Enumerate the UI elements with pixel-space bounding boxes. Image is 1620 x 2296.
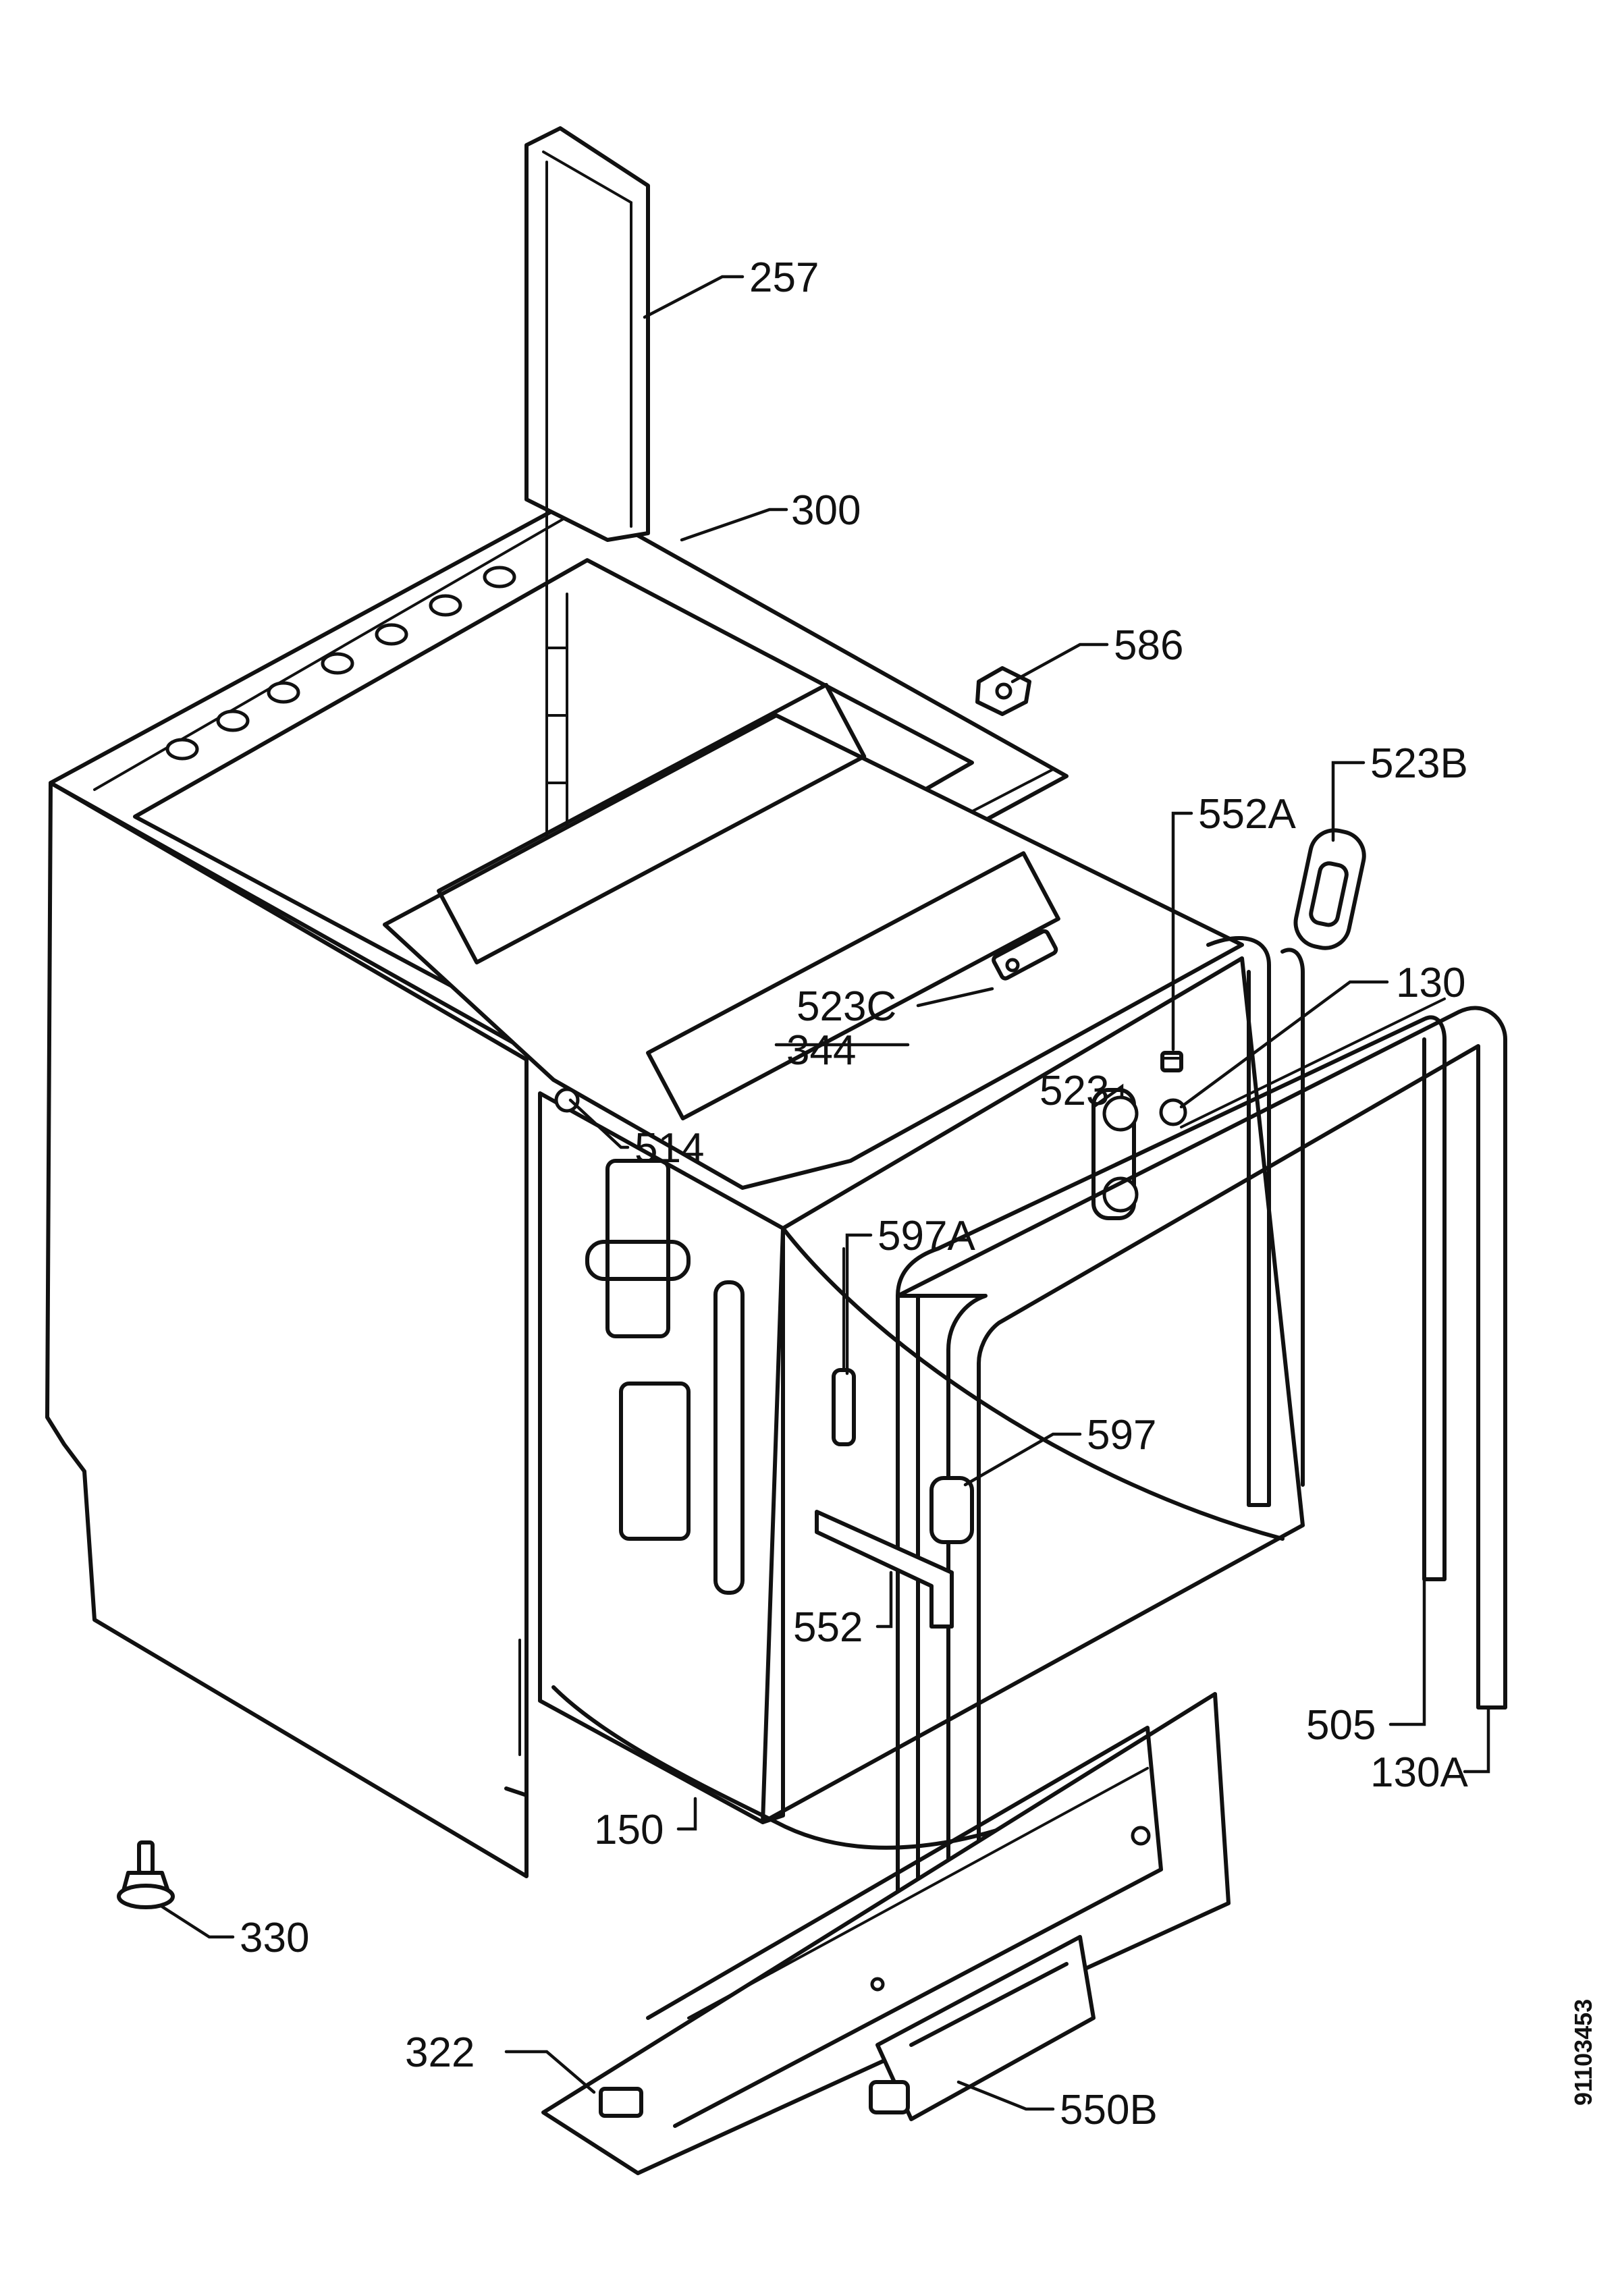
callout-300: 300 — [791, 487, 861, 534]
washer-130 — [1159, 1098, 1187, 1126]
foot-bracket-550b — [869, 1935, 1096, 2121]
base-plinth-322 — [541, 1692, 1231, 2175]
frame-hole — [483, 566, 516, 589]
callout-330: 330 — [240, 1915, 309, 1961]
callout-550b: 550B — [1060, 2087, 1158, 2133]
callout-523c: 523C — [796, 983, 896, 1030]
door-seal-130a — [896, 1006, 1507, 1946]
cabinet-side-panel — [45, 781, 529, 1878]
callout-505: 505 — [1306, 1702, 1376, 1749]
callout-322: 322 — [405, 2029, 475, 2076]
leveling-foot-330 — [117, 1840, 175, 1909]
frame-hole — [216, 709, 250, 732]
door-seal-505 — [896, 997, 1447, 1898]
hinge-roller-523 — [1091, 1088, 1139, 1220]
frame-hole — [267, 681, 300, 704]
callout-597: 597 — [1087, 1412, 1156, 1458]
callout-344: 344 — [786, 1027, 856, 1074]
rail-552 — [815, 1510, 954, 1629]
frame-hole — [321, 652, 354, 675]
callout-labels: 257 300 586 523B 552A 130 523C 344 523 5… — [240, 254, 1468, 2133]
callout-leaders — [160, 275, 1490, 2111]
frame-hole — [429, 594, 462, 617]
callout-523b: 523B — [1370, 740, 1468, 787]
upright-strip-257 — [524, 126, 650, 852]
callout-130: 130 — [1396, 960, 1465, 1006]
frame-hole — [375, 623, 408, 646]
cover-plate-523b — [1293, 828, 1366, 950]
clip-597 — [929, 1476, 974, 1544]
callout-257: 257 — [749, 254, 819, 301]
callout-514: 514 — [634, 1125, 704, 1172]
callout-597a: 597A — [878, 1213, 975, 1259]
callout-586: 586 — [1114, 622, 1183, 669]
document-number: 91103453 — [1569, 1999, 1597, 2106]
tub-screw — [554, 1087, 580, 1113]
callout-150: 150 — [594, 1807, 664, 1853]
callout-552a: 552A — [1198, 791, 1296, 838]
screw-552a — [1160, 1051, 1183, 1072]
tub-150 — [383, 682, 1305, 1850]
clip-597a — [832, 1247, 856, 1446]
frame-hole — [165, 738, 199, 761]
callout-552: 552 — [793, 1604, 863, 1651]
hinge-bracket-523c — [992, 929, 1058, 981]
callout-130a: 130A — [1370, 1749, 1468, 1796]
inner-seal-130 — [1206, 936, 1305, 1507]
callout-523: 523 — [1040, 1068, 1109, 1114]
